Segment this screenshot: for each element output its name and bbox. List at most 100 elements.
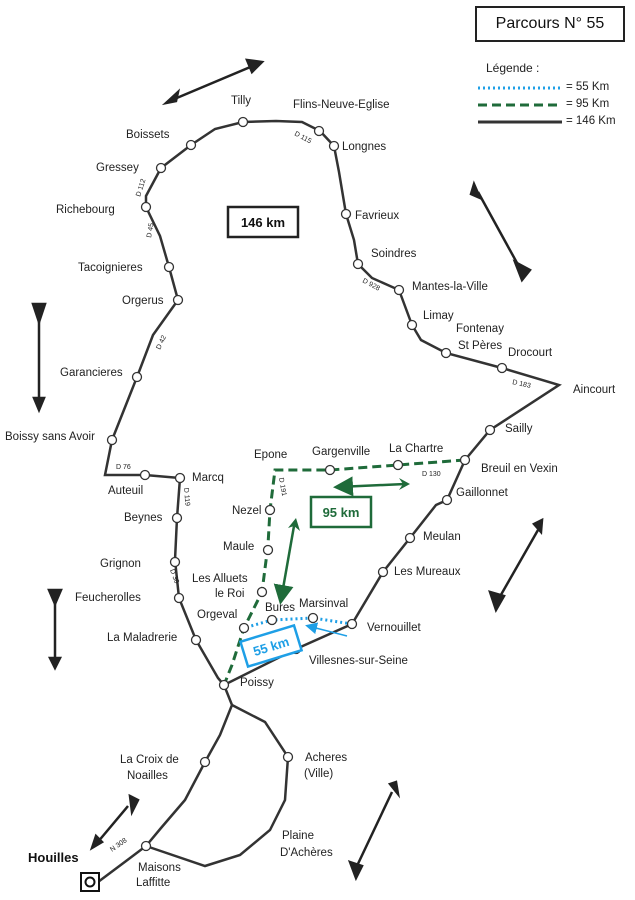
town-label: Aincourt — [573, 384, 616, 396]
route-146-main-line — [103, 119, 562, 687]
town-dot — [307, 612, 319, 624]
road-label: N 308 — [109, 837, 128, 854]
road-label: D 42 — [155, 334, 168, 350]
route-95-arrow-tail-icon — [288, 518, 300, 531]
town-label: La Maladrerie — [107, 632, 177, 644]
town-label: Boissets — [126, 129, 170, 141]
town-dot — [238, 622, 250, 634]
town-label: La Chartre — [389, 443, 443, 455]
town-label: Flins-Neuve-Eglise — [293, 99, 390, 111]
town-dot — [218, 679, 230, 691]
town-dot — [406, 319, 418, 331]
town-dot — [190, 634, 202, 646]
town-label: (Ville) — [304, 768, 333, 780]
town-label: Mantes-la-Ville — [412, 281, 488, 293]
town-label: Les Alluets — [192, 573, 248, 585]
town-label: Orgeval — [197, 609, 237, 621]
town-dot — [404, 532, 416, 544]
town-label: Richebourg — [56, 204, 115, 216]
town-label: Poissy — [240, 677, 274, 689]
town-dot — [346, 618, 358, 630]
town-label: Gargenville — [312, 446, 370, 458]
town-dot — [173, 592, 185, 604]
distance-95-label: 95 km — [323, 505, 360, 520]
town-dot — [441, 494, 453, 506]
town-label: Maule — [223, 541, 254, 553]
road-label: D 76 — [116, 464, 131, 471]
town-dot — [440, 347, 452, 359]
town-label: D'Achères — [280, 847, 333, 859]
route-95-line — [222, 458, 466, 686]
town-label: Tacoignieres — [78, 262, 143, 274]
town-label: Fontenay — [456, 323, 504, 335]
town-dot — [328, 140, 340, 152]
town-dot — [172, 294, 184, 306]
town-label: Les Mureaux — [394, 566, 461, 578]
town-label: Boissy sans Avoir — [5, 431, 95, 443]
town-dot — [459, 454, 471, 466]
distance-146-box — [226, 205, 300, 239]
legend-label-95: = 95 Km — [566, 98, 610, 110]
town-label: Breuil en Vexin — [481, 463, 558, 475]
route-95-arrow-tail-icon — [399, 478, 410, 490]
town-dot — [185, 139, 197, 151]
town-label: Gressey — [96, 162, 139, 174]
town-label: Vernouillet — [367, 622, 422, 634]
town-label: Laffitte — [136, 877, 170, 889]
town-dot — [324, 464, 336, 476]
direction-arrow-icon — [47, 588, 63, 671]
road-label: D 30 — [168, 568, 180, 584]
town-label: Soindres — [371, 248, 417, 260]
route-146-return-line — [145, 703, 290, 868]
town-label: Marsinval — [299, 598, 348, 610]
town-dot — [496, 362, 508, 374]
direction-arrow-icon — [347, 780, 401, 882]
town-dot — [377, 566, 389, 578]
town-label: Villesnes-sur-Seine — [309, 655, 408, 667]
town-label: Feucherolles — [75, 592, 141, 604]
town-dot — [262, 544, 274, 556]
direction-arrow-icon — [469, 180, 532, 283]
distance-146-label: 146 km — [241, 215, 285, 230]
town-label: Longnes — [342, 141, 386, 153]
town-dot — [484, 424, 496, 436]
route-95-direction-arrow-icon — [273, 525, 296, 605]
town-label: Garancieres — [60, 367, 123, 379]
town-dot — [392, 459, 404, 471]
road-label: D 183 — [512, 379, 532, 390]
road-label: D 45 — [146, 222, 155, 238]
town-label: Acheres — [305, 752, 347, 764]
town-label: Auteuil — [108, 485, 143, 497]
town-dot — [163, 261, 175, 273]
town-label: Marcq — [192, 472, 224, 484]
route-95-direction-arrow-icon — [333, 476, 406, 497]
town-label: Grignon — [100, 558, 141, 570]
direction-arrow-icon — [488, 517, 544, 614]
town-label: La Croix de — [120, 754, 179, 766]
town-label: Plaine — [282, 830, 314, 842]
town-dot — [140, 840, 152, 852]
town-dot — [340, 208, 352, 220]
start-point-inner-icon — [84, 876, 96, 888]
route-55-line — [243, 616, 353, 630]
town-dot — [155, 162, 167, 174]
distance-95-box — [309, 495, 373, 529]
distance-55-box — [238, 623, 304, 669]
town-dot — [171, 512, 183, 524]
town-label: Meulan — [423, 531, 461, 543]
town-label: Favrieux — [355, 210, 399, 222]
town-dot — [140, 201, 152, 213]
town-dot — [282, 751, 294, 763]
town-label: Gaillonnet — [456, 487, 509, 499]
town-label: Beynes — [124, 512, 163, 524]
road-label: D 130 — [422, 471, 441, 478]
town-dot — [393, 284, 405, 296]
road-label: D 119 — [182, 488, 191, 507]
town-label: Bures — [265, 602, 295, 614]
town-dot — [174, 472, 186, 484]
town-label: Nezel — [232, 505, 261, 517]
legend-label-146: = 146 Km — [566, 115, 616, 127]
direction-arrow-icon — [89, 793, 140, 851]
